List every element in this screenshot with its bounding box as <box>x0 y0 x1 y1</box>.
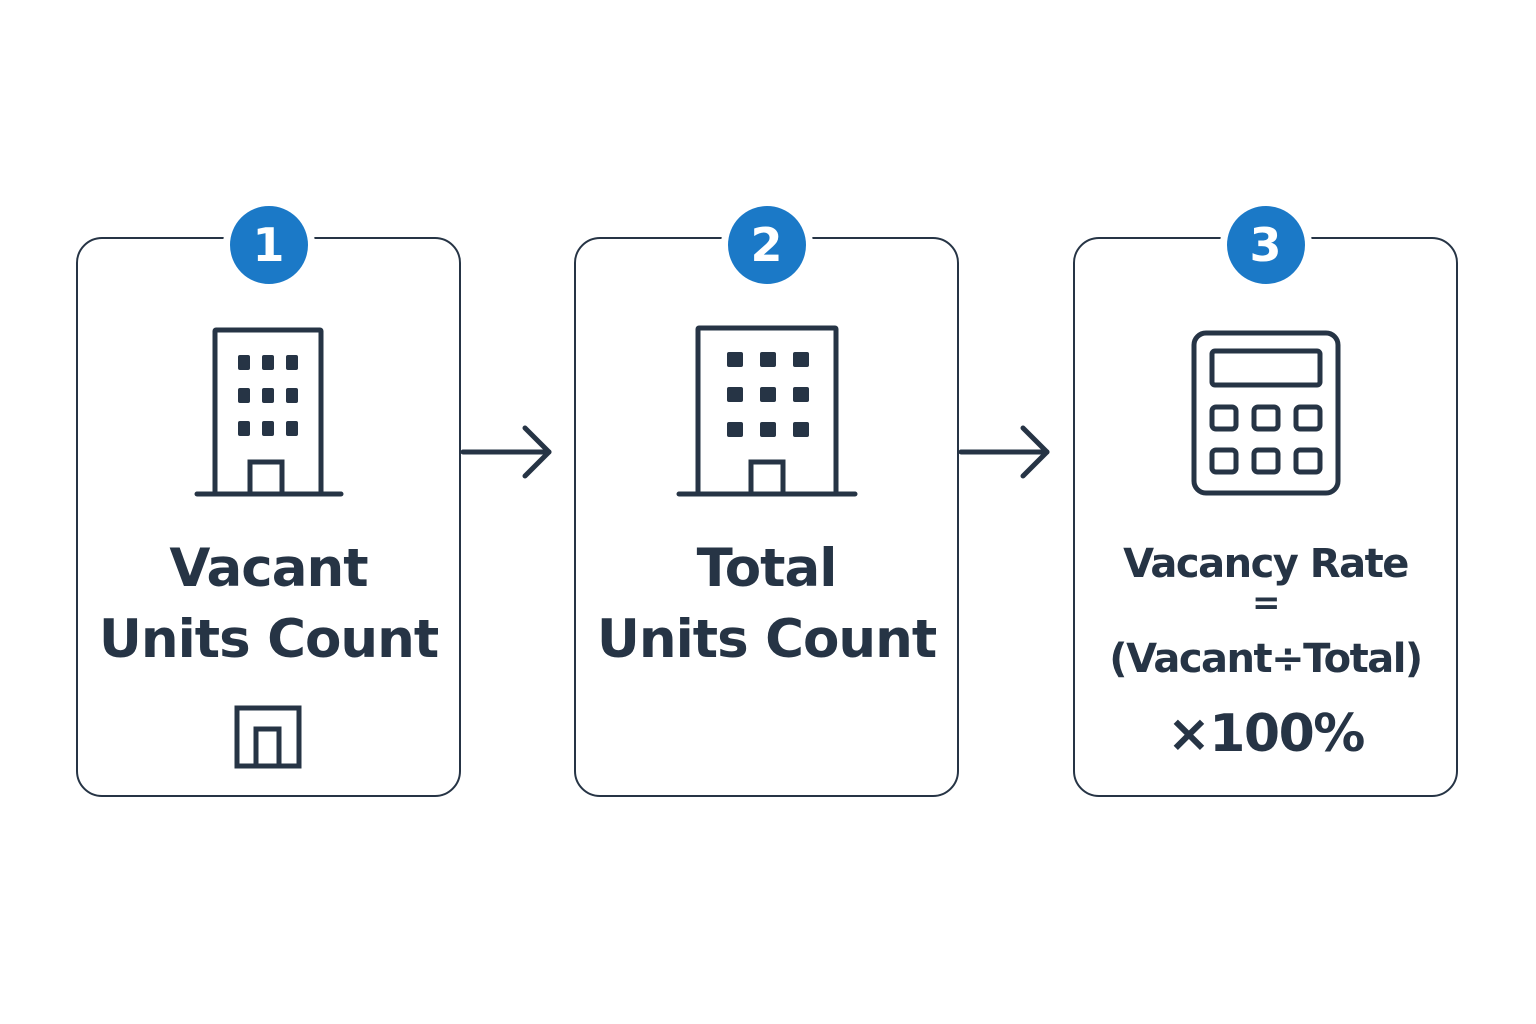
formula-title: Vacancy Rate <box>1123 541 1409 587</box>
arrow-right-icon <box>461 425 552 479</box>
building-icon <box>194 327 343 497</box>
step-number-badge: 2 <box>720 199 813 291</box>
formula-result: ×100% <box>1167 704 1365 764</box>
building-icon <box>676 325 857 497</box>
step-card-vacancy-rate: 3 Vacancy Rate = (Vacant÷Total) ×100% <box>1073 199 1458 797</box>
step-label-line-2: Units Count <box>98 609 439 670</box>
formula-expression: (Vacant÷Total) <box>1109 636 1423 682</box>
door-icon <box>234 705 301 769</box>
arrow-right-icon <box>959 425 1050 479</box>
step-card-total-units: 2 Total Units Count <box>574 199 959 797</box>
formula-equals: = <box>1252 583 1281 623</box>
step-label-line-2: Units Count <box>596 609 937 670</box>
step-number-badge: 3 <box>1219 199 1312 291</box>
step-label-line-1: Vacant <box>169 538 368 599</box>
step-card-vacant-units: 1 Vacant Units Count <box>76 199 461 797</box>
step-label-line-1: Total <box>696 538 838 599</box>
step-number-badge: 1 <box>222 199 315 291</box>
calculator-icon <box>1191 330 1340 496</box>
